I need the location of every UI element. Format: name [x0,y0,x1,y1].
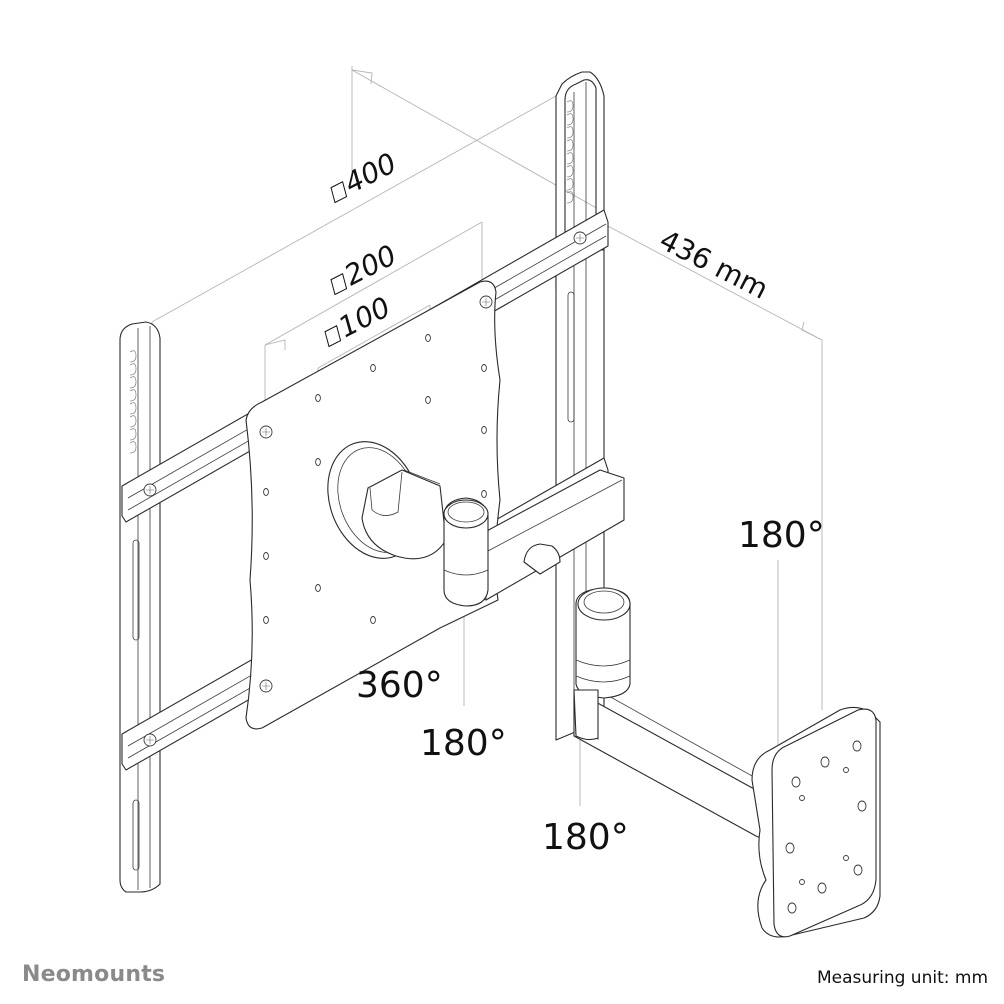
tilt-rotation-label: 360° [356,665,443,706]
head-swivel-label: 180° [420,723,507,764]
swivel-joint-head [443,497,489,607]
tilt-head [327,441,447,560]
adjustment-slots [566,100,574,204]
swivel-joint-elbow [573,587,631,741]
square-symbol-icon [324,325,342,348]
rail-left [119,321,161,893]
brand-logo: Neomounts [22,962,166,987]
measuring-unit-note: Measuring unit: mm [816,968,988,988]
wall-plate-base [751,706,881,938]
vesa-holes [263,334,487,624]
wall-swivel-label: 180° [738,515,825,556]
square-symbol-icon [330,181,348,204]
wall-plate-holes [785,740,867,914]
adjustment-slots-left [129,350,137,454]
square-symbol-icon [330,273,348,296]
elbow-swivel-label: 180° [542,817,629,858]
